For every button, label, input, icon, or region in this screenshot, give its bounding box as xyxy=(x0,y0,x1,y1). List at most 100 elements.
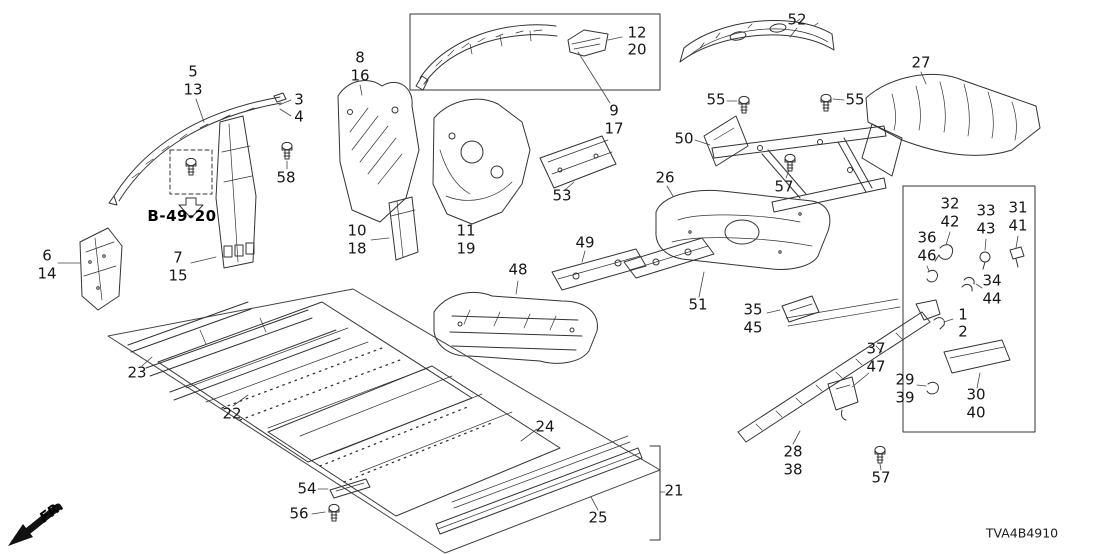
part-middle-floor-panel xyxy=(267,365,561,517)
part-quarter-inner-panel xyxy=(337,80,420,223)
callout-30: 30 xyxy=(966,385,986,404)
callout-12: 12 xyxy=(627,23,647,42)
callout-35: 35 xyxy=(743,300,763,319)
callout-10: 10 xyxy=(347,221,367,240)
diagram-code: TVA4B4910 xyxy=(985,525,1059,541)
callout-34: 34 xyxy=(982,271,1002,290)
ref-b-49-20[interactable]: B-49-20 xyxy=(147,207,217,225)
part-floor-crossmember-assembly xyxy=(433,280,598,364)
callout-48: 48 xyxy=(508,260,528,279)
ref-block-box xyxy=(169,149,213,219)
callout-11: 11 xyxy=(456,221,476,240)
callout-13: 13 xyxy=(183,80,203,99)
floor-assembly-boundary xyxy=(107,288,661,554)
callout-55-left: 55 xyxy=(706,90,726,109)
callout-53: 53 xyxy=(552,186,572,205)
part-side-sill xyxy=(435,435,643,535)
inset-box-fittings xyxy=(902,185,1036,433)
callout-16: 16 xyxy=(350,66,370,85)
callout-7: 7 xyxy=(173,248,183,267)
callout-37: 37 xyxy=(866,339,886,358)
part-plate-30-40 xyxy=(943,339,1011,374)
part-sill-extension xyxy=(539,135,617,191)
part-rear-side-frame xyxy=(737,298,941,445)
bolt-56 xyxy=(311,503,340,522)
callout-36: 36 xyxy=(917,228,937,247)
part-bracket-31-41 xyxy=(1009,246,1025,268)
callout-18: 18 xyxy=(347,239,367,258)
callout-25: 25 xyxy=(588,508,608,527)
callout-58: 58 xyxy=(276,168,296,187)
callout-1: 1 xyxy=(958,305,968,324)
part-rear-shelf xyxy=(679,18,835,63)
callout-9: 9 xyxy=(609,101,619,120)
callout-57-upper: 57 xyxy=(774,177,794,196)
part-roof-side-rail xyxy=(108,92,292,206)
part-front-floor-panel xyxy=(157,301,473,463)
callout-21: 21 xyxy=(664,481,684,500)
part-rear-floor-pan xyxy=(865,71,1041,156)
callout-19: 19 xyxy=(456,239,476,258)
callout-27: 27 xyxy=(911,53,931,72)
callout-8: 8 xyxy=(355,48,365,67)
callout-14: 14 xyxy=(37,264,57,283)
part-middle-crossmember xyxy=(551,248,647,291)
callout-39: 39 xyxy=(895,388,915,407)
callout-54: 54 xyxy=(297,479,317,498)
callout-5: 5 xyxy=(188,62,198,81)
part-rear-floor-panel xyxy=(655,185,831,270)
callout-32: 32 xyxy=(940,194,960,213)
callout-57-lower: 57 xyxy=(871,468,891,487)
callout-44: 44 xyxy=(982,289,1002,308)
part-rear-frame-crossmember xyxy=(623,237,715,298)
callout-4: 4 xyxy=(294,107,304,126)
callout-28: 28 xyxy=(783,442,803,461)
callout-31: 31 xyxy=(1008,198,1028,217)
callout-22: 22 xyxy=(222,404,242,423)
callout-24: 24 xyxy=(535,417,555,436)
callout-47: 47 xyxy=(866,357,886,376)
part-rear-crossmember-assembly xyxy=(694,115,903,213)
callout-40: 40 xyxy=(966,403,986,422)
part-wheelhouse-inner xyxy=(432,98,531,225)
bolt-57-lower xyxy=(874,445,886,471)
part-gusset-37-47 xyxy=(827,372,870,421)
inset-box-header xyxy=(409,13,661,104)
part-hook-36-46 xyxy=(926,269,938,283)
callout-33: 33 xyxy=(976,201,996,220)
callout-29: 29 xyxy=(895,370,915,389)
part-center-pillar-inner xyxy=(190,115,257,269)
callout-46: 46 xyxy=(917,246,937,265)
callout-6: 6 xyxy=(42,246,52,265)
callout-17: 17 xyxy=(604,119,624,138)
fr-direction-arrow xyxy=(8,503,62,546)
callout-38: 38 xyxy=(783,460,803,479)
callout-41: 41 xyxy=(1008,216,1028,235)
part-bracket-35-45 xyxy=(766,295,820,323)
part-clip-34-44 xyxy=(961,276,975,292)
callout-3: 3 xyxy=(294,90,304,109)
callout-2: 2 xyxy=(958,322,968,341)
bolt-57-upper xyxy=(784,153,796,179)
bolt-55-right xyxy=(820,93,845,112)
callout-49: 49 xyxy=(575,233,595,252)
callout-51: 51 xyxy=(688,295,708,314)
callout-43: 43 xyxy=(976,219,996,238)
part-front-crossmembers xyxy=(127,301,341,401)
callout-42: 42 xyxy=(940,212,960,231)
part-clip-29-39 xyxy=(926,381,939,395)
callout-26: 26 xyxy=(655,168,675,187)
part-clip-32-42 xyxy=(934,244,954,262)
part-grommet-33-43 xyxy=(979,251,991,263)
bolt-55-left xyxy=(726,95,750,114)
part-pin-1-2 xyxy=(933,317,945,330)
callout-15: 15 xyxy=(168,266,188,285)
callout-50: 50 xyxy=(674,129,694,148)
callout-20: 20 xyxy=(627,40,647,59)
callout-bracket-21 xyxy=(649,445,666,541)
callout-45: 45 xyxy=(743,318,763,337)
part-rear-stiffener xyxy=(370,196,419,261)
callout-23: 23 xyxy=(127,363,147,382)
